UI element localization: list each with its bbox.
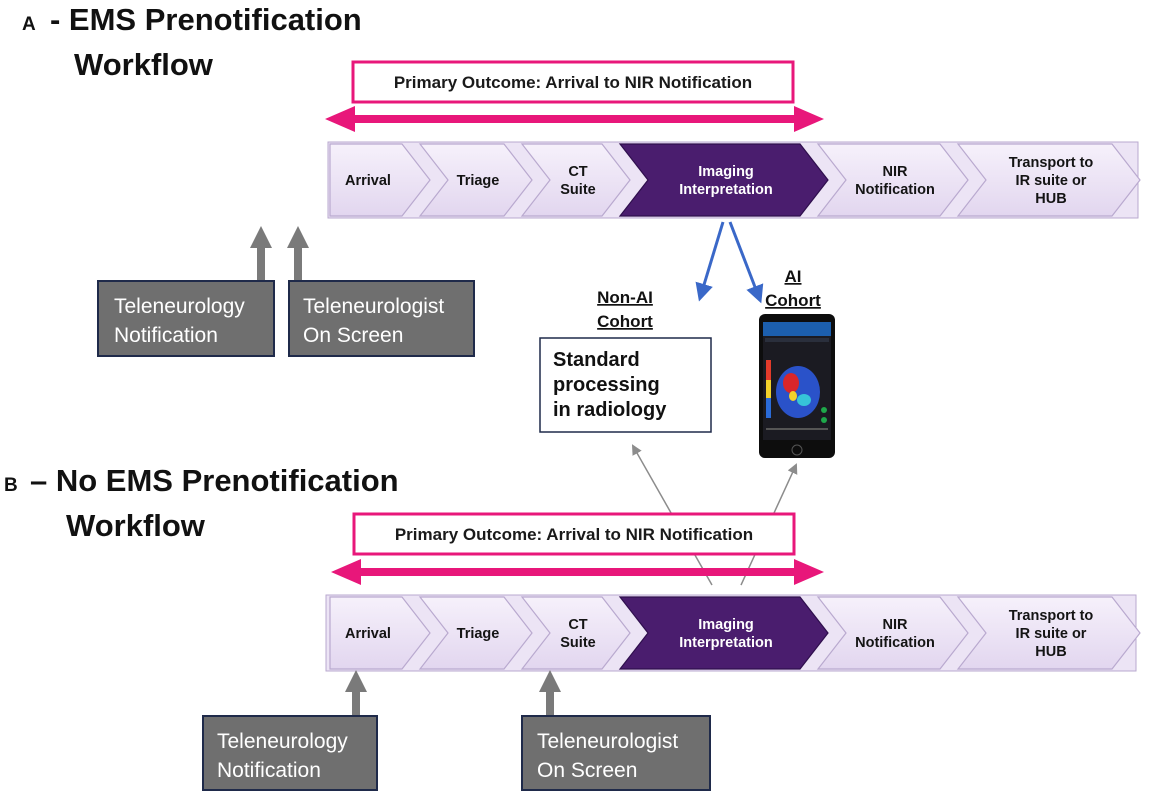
phone-colorbar-mid — [766, 380, 771, 398]
panel-b-step-ct-suite-label-line1: CT — [568, 617, 587, 633]
non-ai-cohort-label-line2: Cohort — [597, 312, 653, 331]
panel-b-step-imaging-interpretation-label-line2: Interpretation — [679, 635, 772, 651]
non-ai-cohort-label-line1: Non-AI — [597, 288, 653, 307]
panel-b-outcome-arrow — [331, 559, 824, 585]
non-ai-cohort-arrow — [700, 222, 723, 298]
panel-b-up-arrows — [345, 670, 561, 716]
panel-b: B – No EMS Prenotification Workflow Prim… — [4, 463, 1140, 790]
ai-cohort-label-line2: Cohort — [765, 291, 821, 310]
panel-b-outcome-arrow-right-head — [794, 559, 824, 585]
panel-b-letter: B — [4, 475, 18, 496]
panel-b-up-arrow-1-head — [345, 670, 367, 692]
panel-b-step-ct-suite-label-line2: Suite — [560, 635, 595, 651]
panel-a-note-on-screen-line1: Teleneurologist — [303, 295, 444, 318]
phone-app-header — [763, 322, 831, 336]
panel-b-note-on-screen-line2: On Screen — [537, 759, 637, 782]
panel-a-step-transport-label-line2: IR suite or — [1016, 173, 1087, 189]
standard-processing-line1: Standard — [553, 349, 640, 371]
panel-b-step-triage-label-line1: Triage — [457, 626, 500, 642]
panel-a-up-arrows — [250, 226, 309, 280]
phone-chat-button — [821, 417, 827, 423]
panel-a-step-ct-suite-label-line2: Suite — [560, 182, 595, 198]
phone-toolbar — [765, 338, 829, 342]
panel-a-outcome-label: Primary Outcome: Arrival to NIR Notifica… — [394, 73, 752, 92]
standard-processing-line3: in radiology — [553, 399, 667, 421]
panel-a-step-arrival-label-line1: Arrival — [345, 173, 391, 189]
panel-a-step-imaging-interpretation-chevron — [620, 144, 828, 216]
panel-a-step-transport-label-line3: HUB — [1035, 191, 1066, 207]
panel-b-step-imaging-interpretation-chevron — [620, 597, 828, 669]
panel-a-note-notification-line2: Notification — [114, 324, 218, 347]
panel-b-step-transport-label-line2: IR suite or — [1016, 626, 1087, 642]
panel-a: A - EMS Prenotification Workflow Primary… — [22, 2, 1140, 356]
panel-a-step-triage-label-line1: Triage — [457, 173, 500, 189]
panel-b-outcome-label: Primary Outcome: Arrival to NIR Notifica… — [395, 525, 753, 544]
panel-b-title-line1: – No EMS Prenotification — [30, 463, 399, 498]
phone-brain-region-2 — [789, 391, 797, 401]
panel-b-step-transport-label-line1: Transport to — [1009, 608, 1094, 624]
phone-call-button — [821, 407, 827, 413]
panel-a-note-on-screen: Teleneurologist On Screen — [289, 281, 474, 356]
panel-a-note-notification: Teleneurology Notification — [98, 281, 274, 356]
phone-colorbar-bottom — [766, 398, 771, 418]
phone-brain-hotspot — [783, 373, 799, 393]
panel-b-note-notification-line1: Teleneurology — [217, 730, 348, 753]
panel-b-up-arrow-1-shaft — [352, 690, 360, 716]
panel-b-step-transport-label-line3: HUB — [1035, 644, 1066, 660]
panel-b-note-notification-line2: Notification — [217, 759, 321, 782]
phone-brain-region — [797, 394, 811, 406]
ai-phone-image — [759, 314, 835, 458]
panel-b-up-arrow-2-head — [539, 670, 561, 692]
panel-b-step-imaging-interpretation-label-line1: Imaging — [698, 617, 754, 633]
ai-cohort-label-line1: AI — [785, 267, 802, 286]
panel-a-step-nir-notification-label-line2: Notification — [855, 182, 935, 198]
panel-b-outcome-arrow-shaft — [350, 568, 800, 576]
standard-processing-line2: processing — [553, 374, 660, 396]
panel-a-outcome-arrow-shaft — [345, 115, 799, 123]
phone-slider — [766, 428, 828, 430]
panel-a-outcome-arrow-right-head — [794, 106, 824, 132]
panel-a-letter: A — [22, 14, 36, 35]
panel-a-step-ct-suite-label-line1: CT — [568, 164, 587, 180]
standard-processing-box: Standard processing in radiology — [540, 338, 711, 432]
panel-b-note-on-screen-line1: Teleneurologist — [537, 730, 678, 753]
panel-b-chevron-row: Arrival Triage CT Suite ImagingInterpretatio… — [326, 595, 1140, 671]
ai-cohort-arrow — [730, 222, 760, 300]
panel-a-note-notification-line1: Teleneurology — [114, 295, 245, 318]
panel-a-title-line2: Workflow — [74, 47, 214, 82]
panel-b-note-on-screen: Teleneurologist On Screen — [522, 716, 710, 790]
panel-b-note-notification: Teleneurology Notification — [203, 716, 377, 790]
panel-b-up-arrow-2-shaft — [546, 690, 554, 716]
panel-b-title-line2: Workflow — [66, 508, 206, 543]
panel-a-up-arrow-1-head — [250, 226, 272, 248]
panel-a-up-arrow-2-head — [287, 226, 309, 248]
panel-b-step-arrival-label-line1: Arrival — [345, 626, 391, 642]
panel-a-step-imaging-interpretation-label-line2: Interpretation — [679, 182, 772, 198]
panel-a-step-transport-label-line1: Transport to — [1009, 155, 1094, 171]
panel-b-step-nir-notification-label-line1: NIR — [883, 617, 909, 633]
phone-brain-scan — [776, 366, 820, 418]
panel-a-up-arrow-1-shaft — [257, 246, 265, 280]
panel-a-up-arrow-2-shaft — [294, 246, 302, 280]
panel-a-step-nir-notification-label-line1: NIR — [883, 164, 909, 180]
panel-a-chevron-row: Arrival Triage CT Suite ImagingInterpretatio… — [328, 142, 1140, 218]
panel-a-outcome-arrow — [325, 106, 824, 132]
panel-a-title-line1: - EMS Prenotification — [50, 2, 362, 37]
panel-a-note-on-screen-line2: On Screen — [303, 324, 403, 347]
panel-b-outcome-arrow-left-head — [331, 559, 361, 585]
panel-a-outcome-arrow-left-head — [325, 106, 355, 132]
panel-a-step-imaging-interpretation-label-line1: Imaging — [698, 164, 754, 180]
panel-b-step-nir-notification-label-line2: Notification — [855, 635, 935, 651]
